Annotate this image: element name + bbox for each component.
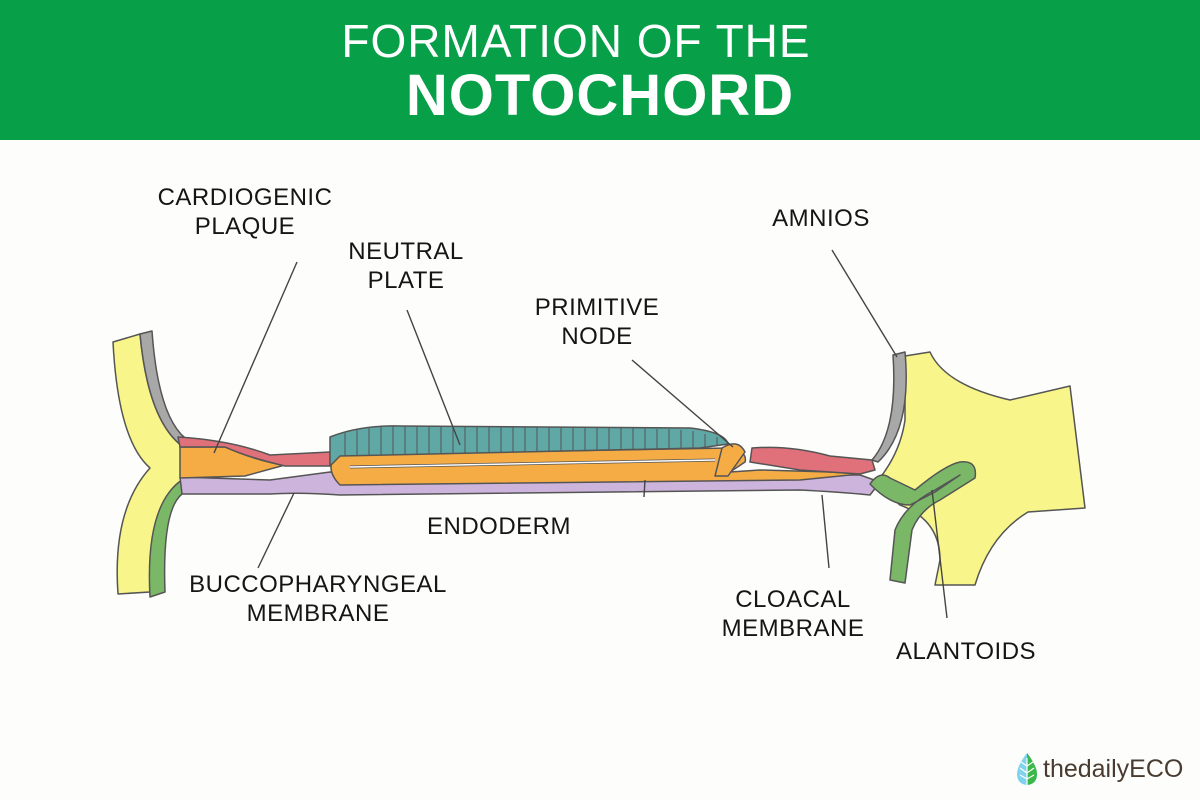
label-line: PLATE xyxy=(367,267,445,294)
label-buccopharyngeal-membrane: BUCCOPHARYNGEAL MEMBRANE xyxy=(189,570,447,628)
label-endoderm: ENDODERM xyxy=(426,513,572,540)
label-line: CARDIOGENIC xyxy=(157,184,333,211)
leader-bucco xyxy=(257,492,295,569)
label-cardiogenic-plaque: CARDIOGENIC PLAQUE xyxy=(158,183,333,241)
label-amnios: AMNIOS xyxy=(772,205,870,232)
label-primitive-node: PRIMITIVE NODE xyxy=(535,293,660,351)
left-green-strip xyxy=(148,479,183,598)
neural-plate-cells xyxy=(344,426,718,456)
label-line: CLOACAL xyxy=(735,586,851,613)
label-line: NEUTRAL xyxy=(348,238,464,265)
label-line: PLAQUE xyxy=(194,213,296,240)
red-cells-right xyxy=(749,446,876,475)
title-line-2: NOTOCHORD xyxy=(405,63,795,128)
label-line: PRIMITIVE xyxy=(534,294,660,321)
leader-lines xyxy=(213,249,948,619)
leaf-drop-icon xyxy=(1017,753,1037,785)
leader-cloacal xyxy=(821,494,830,569)
label-line: MEMBRANE xyxy=(246,600,390,627)
logo-text: thedailyECO xyxy=(1043,754,1184,783)
allantois-green xyxy=(869,461,977,584)
amnion-grey xyxy=(871,351,907,463)
label-line: MEMBRANE xyxy=(721,615,865,642)
primitive-node-fold xyxy=(714,443,746,477)
title-banner: FORMATION OF THE NOTOCHORD xyxy=(0,0,1200,140)
leader-neutral xyxy=(406,309,461,446)
right-yellow-region xyxy=(874,351,1086,586)
leader-amnios xyxy=(831,249,898,358)
thedailyeco-logo: thedailyECO xyxy=(1015,752,1183,786)
leader-primitive xyxy=(631,359,734,448)
label-cloacal-membrane: CLOACAL MEMBRANE xyxy=(722,585,865,643)
leader-cardiogenic xyxy=(213,261,298,454)
label-line: NODE xyxy=(561,323,633,350)
label-neutral-plate: NEUTRAL PLATE xyxy=(348,237,464,295)
title-line-1: FORMATION OF THE xyxy=(341,15,811,67)
label-alantoids: ALANTOIDS xyxy=(895,638,1037,665)
label-line: BUCCOPHARYNGEAL xyxy=(189,571,447,598)
leader-alantoids xyxy=(931,489,948,619)
leader-endoderm xyxy=(643,479,646,498)
